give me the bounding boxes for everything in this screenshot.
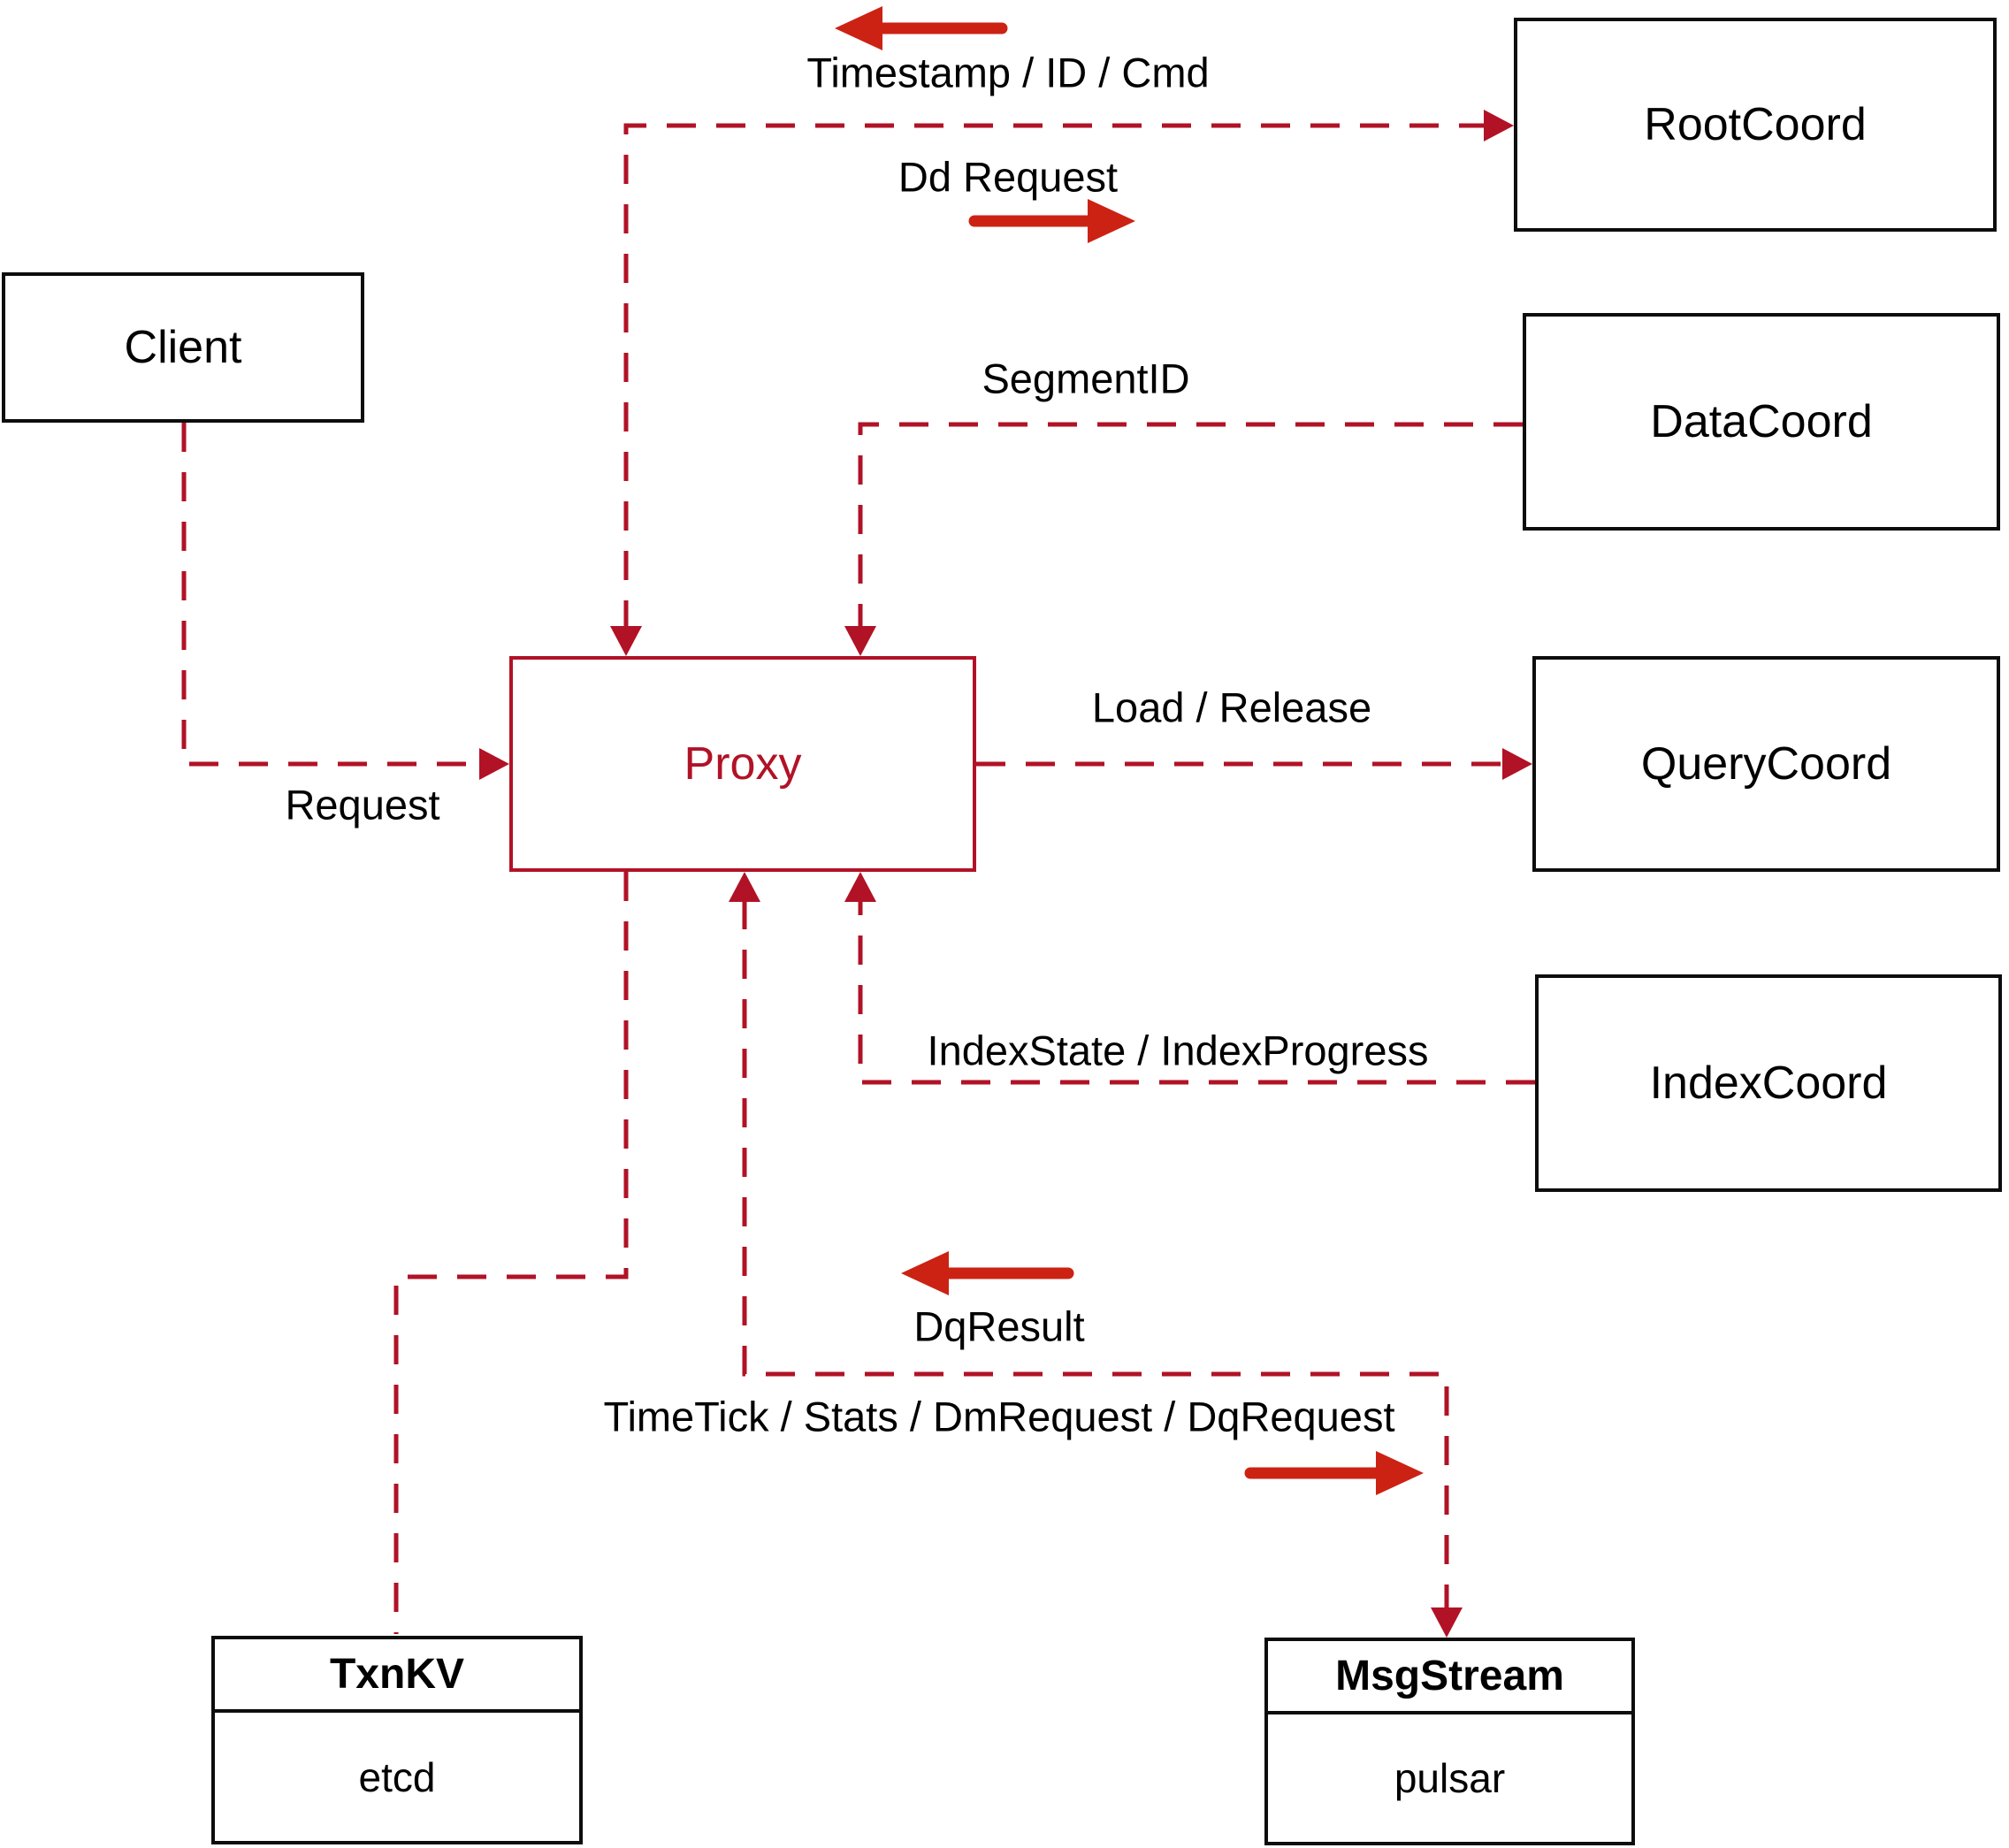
timetick-direction-arrow-right-icon bbox=[1244, 1451, 1424, 1495]
client-node: Client bbox=[2, 272, 364, 423]
arrowhead-into-msgstream-icon bbox=[1431, 1607, 1463, 1638]
arrowhead-into-proxy-bottom-right-icon bbox=[844, 872, 876, 902]
proxy-label: Proxy bbox=[684, 738, 802, 790]
querycoord-label: QueryCoord bbox=[1640, 738, 1892, 790]
rootcoord-label: RootCoord bbox=[1644, 99, 1867, 150]
edge-proxy-to-msgstream bbox=[742, 900, 1449, 1609]
edge-label-timestamp: Timestamp / ID / Cmd bbox=[806, 49, 1210, 96]
msgstream-title: MsgStream bbox=[1268, 1641, 1631, 1714]
txnkv-title: TxnKV bbox=[215, 1639, 579, 1713]
msgstream-node: MsgStream pulsar bbox=[1264, 1638, 1635, 1845]
arrowhead-into-proxy-bottom-left-icon bbox=[729, 872, 760, 902]
msgstream-subtitle: pulsar bbox=[1394, 1755, 1506, 1801]
indexcoord-label: IndexCoord bbox=[1649, 1058, 1888, 1109]
txnkv-subtitle: etcd bbox=[358, 1753, 436, 1800]
arrowhead-into-rootcoord-icon bbox=[1484, 110, 1514, 141]
dq-result-direction-arrow-left-icon bbox=[901, 1251, 1074, 1295]
querycoord-node: QueryCoord bbox=[1532, 656, 2000, 872]
timestamp-direction-arrow-left-icon bbox=[835, 6, 1008, 50]
datacoord-node: DataCoord bbox=[1523, 313, 2000, 531]
edge-label-dd-request: Dd Request bbox=[898, 153, 1119, 201]
client-label: Client bbox=[124, 322, 242, 373]
arrowhead-into-proxy-top-right-icon bbox=[844, 626, 876, 656]
dd-request-direction-arrow-right-icon bbox=[968, 199, 1135, 243]
edge-client-to-proxy bbox=[181, 423, 488, 767]
txnkv-node: TxnKV etcd bbox=[211, 1636, 583, 1844]
edge-datacoord-to-proxy bbox=[858, 422, 1523, 628]
edge-label-request: Request bbox=[285, 781, 440, 829]
edge-label-segment-id: SegmentID bbox=[982, 355, 1190, 402]
edge-label-index-state: IndexState / IndexProgress bbox=[927, 1027, 1429, 1074]
datacoord-label: DataCoord bbox=[1650, 396, 1873, 447]
indexcoord-node: IndexCoord bbox=[1535, 974, 2002, 1192]
edge-label-timetick: TimeTick / Stats / DmRequest / DqRequest bbox=[603, 1393, 1395, 1440]
arrowhead-into-proxy-left-icon bbox=[479, 748, 509, 780]
edge-proxy-to-txnkv bbox=[393, 872, 629, 1634]
edge-proxy-to-rootcoord bbox=[623, 123, 1493, 630]
proxy-node: Proxy bbox=[509, 656, 976, 872]
edge-indexcoord-to-proxy bbox=[858, 900, 1535, 1085]
arrowhead-into-proxy-top-left-icon bbox=[610, 626, 642, 656]
edge-label-load-release: Load / Release bbox=[1091, 683, 1372, 731]
rootcoord-node: RootCoord bbox=[1514, 18, 1997, 232]
arrowhead-into-querycoord-icon bbox=[1502, 748, 1532, 780]
edge-label-dq-result: DqResult bbox=[913, 1302, 1085, 1350]
